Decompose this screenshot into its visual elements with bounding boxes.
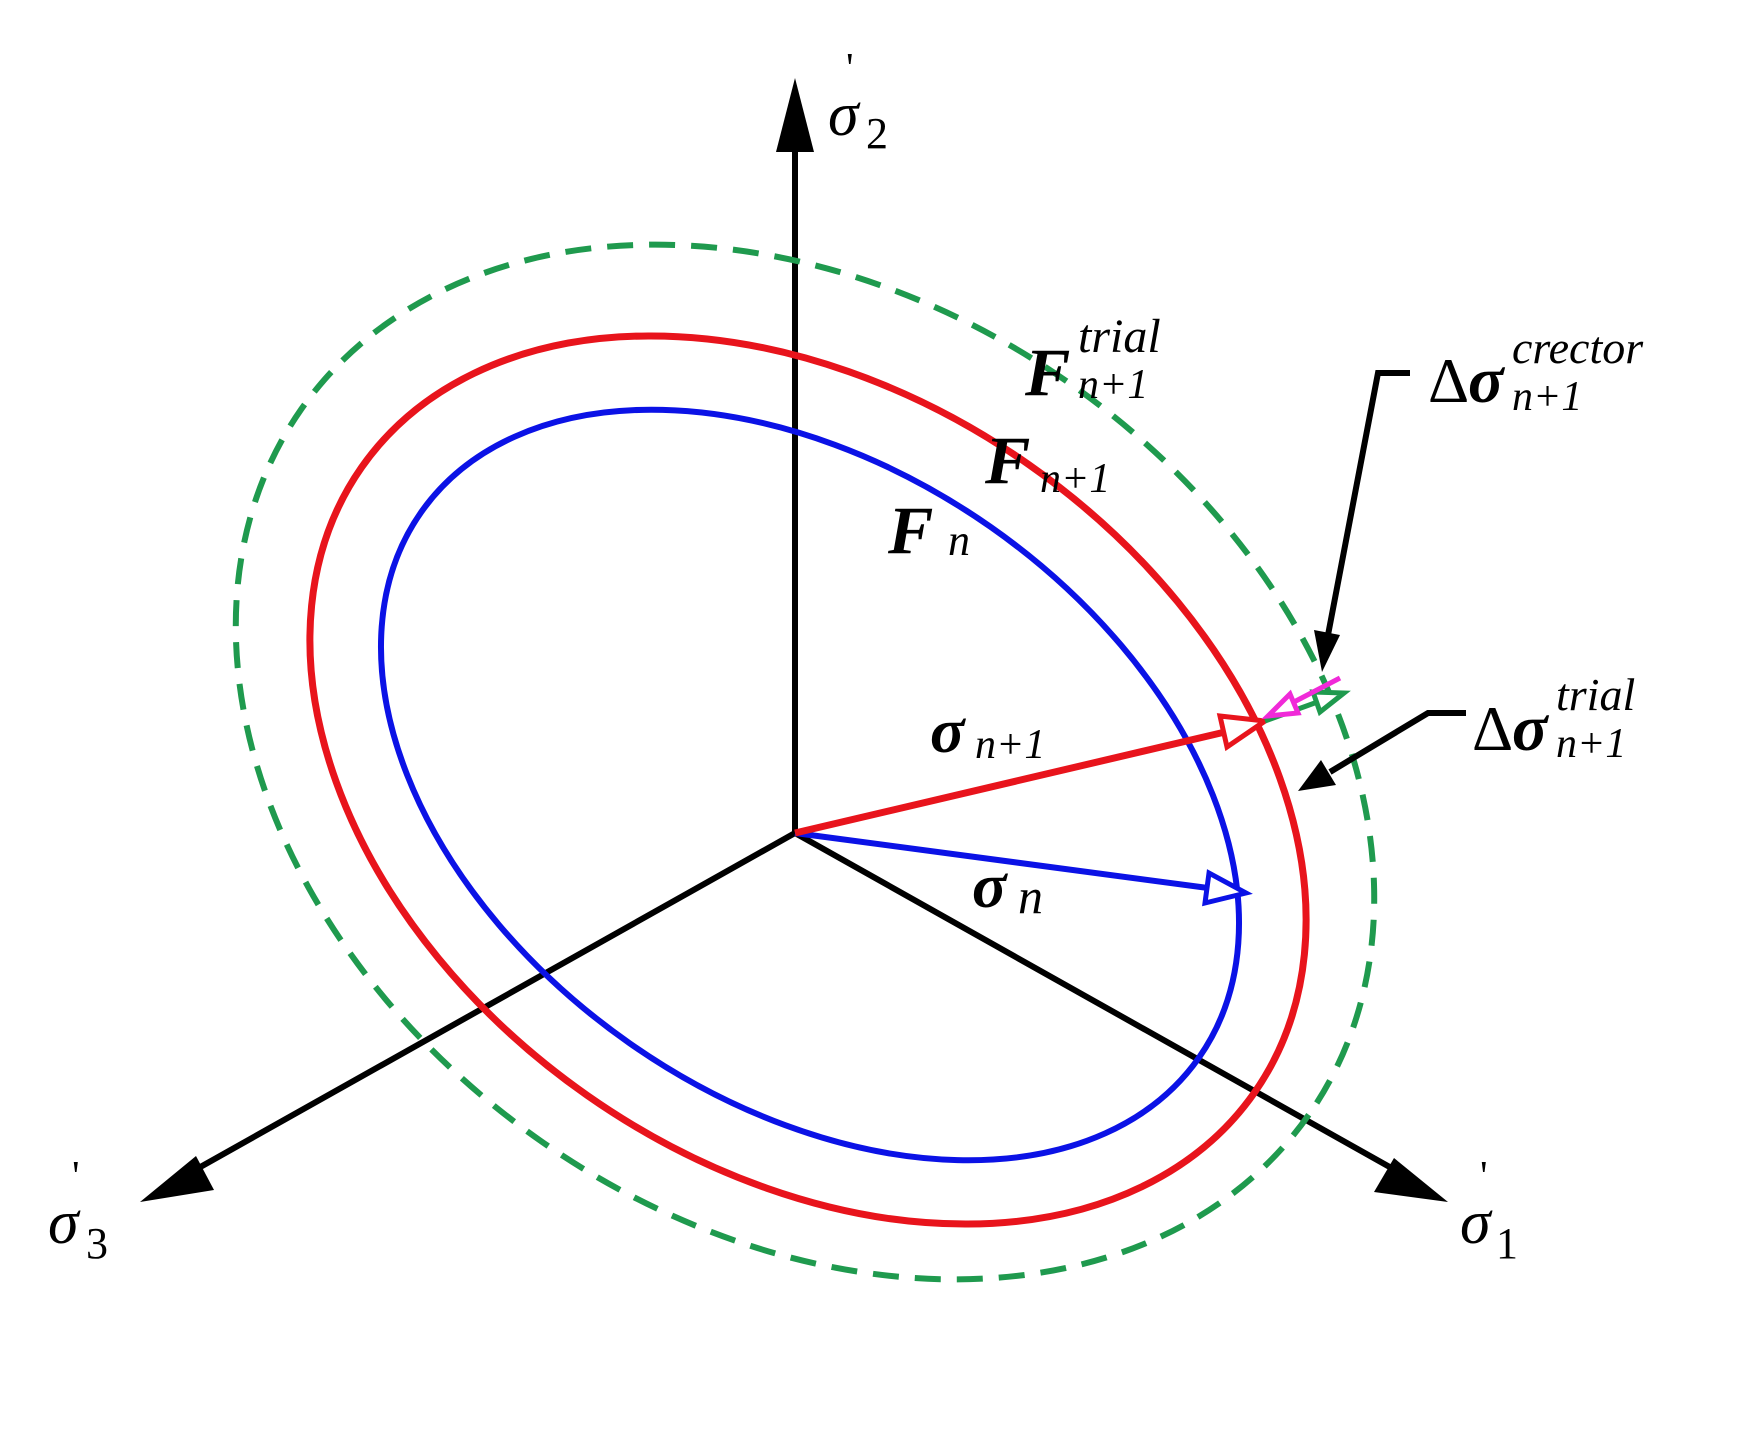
- trial-leader-arrowhead-icon: [1298, 760, 1336, 791]
- callout-leaders: [1298, 370, 1466, 791]
- label-sigma-n1-main: σ: [930, 695, 966, 766]
- label-sigma-n-sub: n: [1018, 868, 1043, 924]
- axis-label-sigma3-prime: ': [72, 1154, 80, 1200]
- corrector-vector: [1290, 675, 1342, 706]
- corrector-leader-arrowhead-icon: [1314, 630, 1340, 672]
- vector-sigma-n1: [794, 728, 1226, 837]
- axis-sigma2-arrowhead-icon: [776, 78, 814, 152]
- axes: [140, 78, 1448, 1202]
- axis-label-sigma1-sub: 1: [1496, 1219, 1518, 1268]
- label-trial-inc-main: σ: [1512, 692, 1550, 765]
- trial-surface-ellipse: [232, 241, 1378, 1283]
- axis-label-sigma3: σ: [48, 1189, 81, 1257]
- label-corrector-delta: Δ: [1428, 345, 1469, 416]
- vector-sigma-n: [794, 830, 1209, 891]
- corrector-arrowhead-icon: [1261, 689, 1302, 720]
- axis-sigma3-arrowhead-icon: [140, 1156, 214, 1202]
- trial-increment-arrowhead-icon: [1309, 689, 1351, 717]
- trial-leader: [1328, 710, 1466, 775]
- vector-sigma-n1-arrowhead-icon: [1216, 713, 1272, 752]
- axis-label-sigma1-prime: ': [1480, 1154, 1488, 1200]
- axis-label-sigma2-prime: ': [846, 46, 854, 92]
- label-sigma-n1-sub: n+1: [975, 722, 1045, 768]
- label-corrector-main: σ: [1468, 344, 1506, 417]
- label-trial-surface-main: F: [1024, 334, 1070, 410]
- axis-sigma3: [193, 830, 797, 1173]
- stress-vectors: [794, 675, 1351, 907]
- next-surface-ellipse: [306, 332, 1310, 1228]
- axis-sigma1: [793, 830, 1397, 1173]
- label-next-surface-main: F: [984, 422, 1030, 498]
- axis-label-sigma2-sub: 2: [866, 109, 888, 158]
- label-current-surface-sub: n: [948, 516, 970, 565]
- label-trial-surface-sub: n+1: [1078, 362, 1148, 408]
- axis-label-sigma1: σ: [1460, 1189, 1493, 1257]
- label-corrector-sup: crector: [1512, 322, 1644, 373]
- corrector-leader: [1325, 370, 1410, 636]
- label-sigma-n-main: σ: [972, 850, 1008, 921]
- label-current-surface-main: F: [887, 492, 933, 568]
- label-trial-inc-sup: trial: [1556, 669, 1635, 720]
- current-surface-ellipse: [378, 406, 1242, 1164]
- axis-sigma1-arrowhead-icon: [1374, 1158, 1448, 1202]
- vector-sigma-n-arrowhead-icon: [1202, 869, 1253, 907]
- label-trial-surface-sup: trial: [1078, 310, 1161, 363]
- axis-label-sigma3-sub: 3: [86, 1219, 108, 1268]
- label-trial-inc-delta: Δ: [1472, 693, 1513, 764]
- axis-label-sigma2: σ: [828, 81, 861, 149]
- yield-surfaces: [232, 241, 1378, 1283]
- label-corrector-sub: n+1: [1512, 374, 1582, 420]
- label-next-surface-sub: n+1: [1040, 456, 1110, 502]
- label-trial-inc-sub: n+1: [1556, 721, 1626, 767]
